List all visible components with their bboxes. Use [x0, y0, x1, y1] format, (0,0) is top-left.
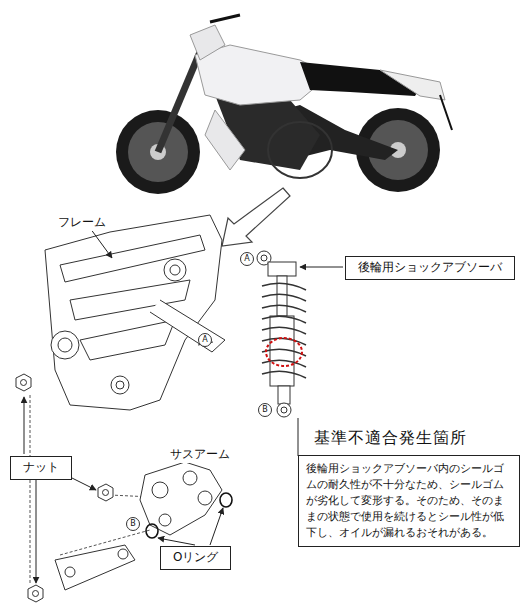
o-ring: [146, 493, 232, 538]
spring-coil: [262, 283, 306, 378]
part-callout-box: Oリング: [160, 546, 231, 570]
part-label: フレーム: [56, 214, 108, 231]
frame-drawing: [45, 215, 225, 410]
part-name: 後輪用ショックアブソーバ: [345, 256, 515, 280]
part-label: サスアーム: [168, 446, 232, 463]
part-name: ナット: [10, 456, 72, 480]
callout-letter: A: [198, 333, 212, 347]
part-name: Oリング: [160, 546, 231, 570]
defect-note: 基準不適合発生箇所後輪用ショックアブソーバ内のシールゴムの耐久性が不十分なため、…: [298, 428, 520, 547]
callout-letter: B: [258, 403, 272, 417]
shock-absorber: [257, 251, 296, 417]
defect-mark: [266, 338, 302, 366]
callout-letter: B: [126, 517, 140, 531]
leader-line: [24, 267, 343, 583]
leader-line: [90, 228, 112, 258]
motorcycle-photo: [116, 15, 452, 194]
part-callout-box: 後輪用ショックアブソーバ: [345, 256, 515, 280]
link-rod: [55, 545, 135, 590]
note-text: 後輪用ショックアブソーバ内のシールゴムの耐久性が不十分なため、シールゴムが劣化し…: [298, 455, 520, 547]
part-callout-box: ナット: [10, 456, 72, 480]
pointer-arrow: [222, 188, 290, 246]
note-heading: 基準不適合発生箇所: [298, 428, 520, 455]
callout-letter: A: [240, 252, 254, 266]
